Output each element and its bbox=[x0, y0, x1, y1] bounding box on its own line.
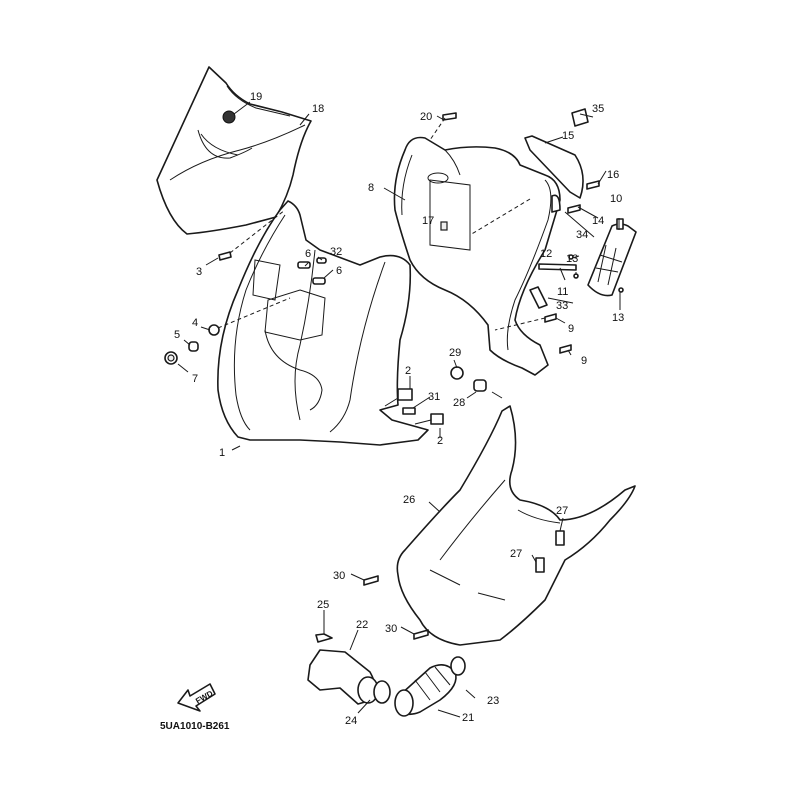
callout-30b[interactable]: 30 bbox=[385, 623, 397, 635]
callout-13a[interactable]: 13 bbox=[566, 253, 578, 265]
footrest-board-part bbox=[396, 405, 636, 646]
callout-8[interactable]: 8 bbox=[368, 182, 374, 194]
callout-11[interactable]: 11 bbox=[557, 286, 568, 298]
callout-18[interactable]: 18 bbox=[312, 103, 324, 115]
drawing-code: 5UA1010-B261 bbox=[160, 721, 230, 732]
callout-29[interactable]: 29 bbox=[449, 347, 461, 359]
fasteners bbox=[164, 112, 624, 643]
callout-27b[interactable]: 27 bbox=[510, 548, 522, 560]
callout-23[interactable]: 23 bbox=[487, 695, 499, 707]
callout-12[interactable]: 12 bbox=[540, 248, 552, 260]
lid-part bbox=[524, 135, 584, 199]
callout-5[interactable]: 5 bbox=[174, 329, 180, 341]
callout-6b[interactable]: 6 bbox=[336, 265, 342, 277]
callout-32[interactable]: 32 bbox=[330, 246, 342, 258]
callout-33[interactable]: 33 bbox=[556, 300, 568, 312]
callout-16[interactable]: 16 bbox=[607, 169, 619, 181]
callout-4[interactable]: 4 bbox=[192, 317, 198, 329]
label-part bbox=[571, 108, 589, 127]
callout-30a[interactable]: 30 bbox=[333, 570, 345, 582]
callout-3[interactable]: 3 bbox=[196, 266, 202, 278]
callout-26[interactable]: 26 bbox=[403, 494, 415, 506]
callout-20[interactable]: 20 bbox=[420, 111, 432, 123]
leader-lines bbox=[177, 101, 621, 718]
air-duct-assembly bbox=[307, 649, 466, 717]
leg-shield-part bbox=[217, 200, 429, 446]
callout-34[interactable]: 34 bbox=[576, 229, 588, 241]
callout-7[interactable]: 7 bbox=[192, 373, 198, 385]
callouts: 19 18 3 6 32 6 4 5 7 1 8 20 35 15 16 10 … bbox=[160, 91, 624, 732]
callout-28[interactable]: 28 bbox=[453, 397, 465, 409]
hook-cover-part bbox=[587, 218, 637, 297]
callout-9a[interactable]: 9 bbox=[568, 323, 574, 335]
callout-14[interactable]: 14 bbox=[592, 215, 604, 227]
callout-35[interactable]: 35 bbox=[592, 103, 604, 115]
callout-9b[interactable]: 9 bbox=[581, 355, 587, 367]
callout-19[interactable]: 19 bbox=[250, 91, 262, 103]
callout-22[interactable]: 22 bbox=[356, 619, 368, 631]
inner-panel-part bbox=[393, 136, 561, 376]
callout-27a[interactable]: 27 bbox=[556, 505, 568, 517]
callout-21[interactable]: 21 bbox=[462, 712, 474, 724]
callout-2a[interactable]: 2 bbox=[405, 365, 411, 377]
callout-15[interactable]: 15 bbox=[562, 130, 574, 142]
fwd-arrow-icon: FWD bbox=[177, 683, 216, 712]
callout-25[interactable]: 25 bbox=[317, 599, 329, 611]
callout-2b[interactable]: 2 bbox=[437, 435, 443, 447]
callout-31[interactable]: 31 bbox=[428, 391, 440, 403]
callout-1[interactable]: 1 bbox=[219, 447, 225, 459]
front-cover-part bbox=[156, 66, 312, 235]
callout-17[interactable]: 17 bbox=[422, 215, 434, 227]
callout-6a[interactable]: 6 bbox=[305, 248, 311, 260]
callout-13b[interactable]: 13 bbox=[612, 312, 624, 324]
emblem-part bbox=[222, 110, 236, 124]
callout-24[interactable]: 24 bbox=[345, 715, 357, 727]
callout-10[interactable]: 10 bbox=[610, 193, 622, 205]
